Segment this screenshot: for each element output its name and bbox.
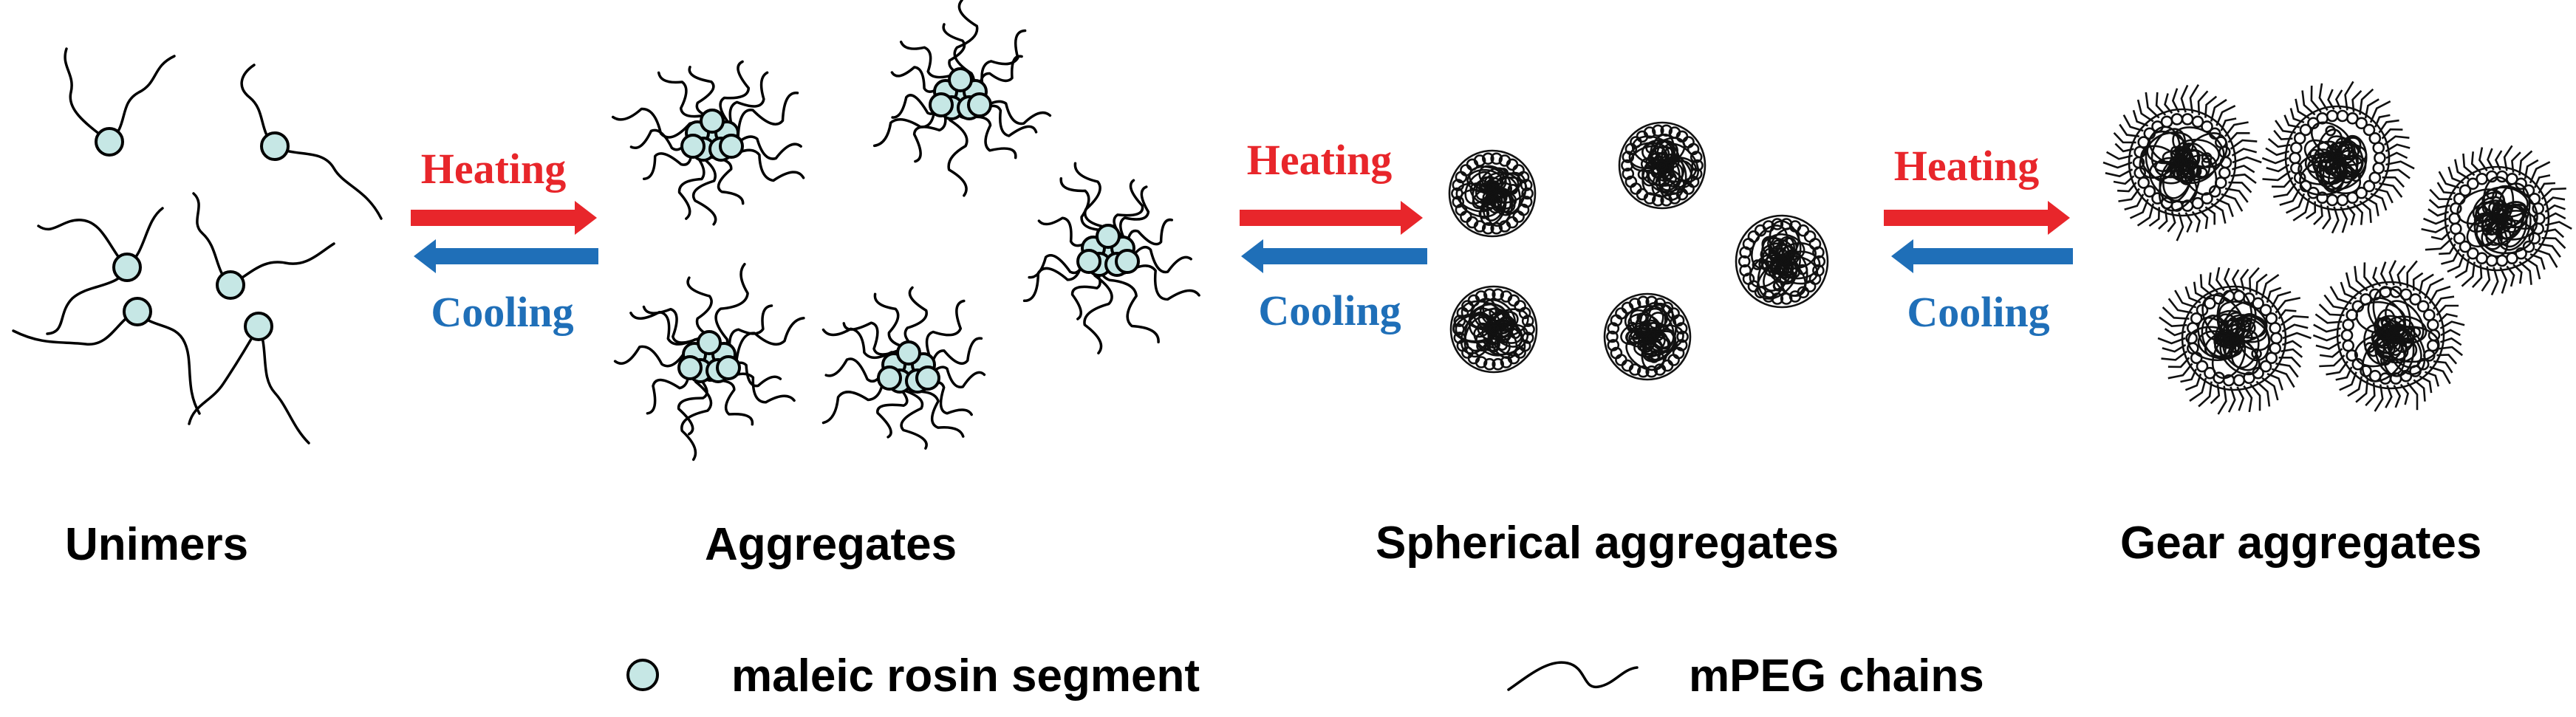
heating-label-1: Heating	[421, 145, 567, 193]
gear-aggregate-1	[2102, 84, 2262, 241]
cooling-arrow-2	[1241, 239, 1427, 273]
micelle-3	[1022, 162, 1200, 354]
stage-label-unimers: Unimers	[65, 519, 248, 570]
heating-arrow-2	[1240, 201, 1423, 235]
unimer-4	[192, 192, 335, 300]
heating-arrow-3	[1884, 201, 2070, 235]
spherical-aggregate-4	[1449, 285, 1538, 374]
transition-1: Heating Cooling	[411, 145, 598, 336]
stage-label-spherical: Spherical aggregates	[1376, 518, 1839, 569]
aggregates-panel	[611, 0, 1200, 462]
stage-label-aggregates: Aggregates	[705, 519, 957, 570]
gear-aggregate-5	[2312, 260, 2465, 412]
transition-3: Heating Cooling	[1884, 142, 2073, 336]
segment-legend-icon	[626, 659, 659, 691]
spherical-aggregate-1	[1448, 149, 1537, 238]
micelle-5	[821, 286, 986, 450]
unimer-2	[240, 64, 383, 220]
heating-arrow-1	[411, 201, 597, 235]
spherical-panel	[1448, 121, 1829, 381]
chain-legend-icon	[1507, 661, 1639, 691]
micelle-1	[611, 60, 805, 226]
stage-label-gear: Gear aggregates	[2120, 518, 2481, 569]
micelle-2	[872, 0, 1052, 197]
chain-legend-label: mPEG chains	[1689, 651, 1984, 701]
cooling-arrow-3	[1891, 239, 2073, 273]
unimer-6	[188, 312, 310, 445]
cooling-arrow-1	[414, 239, 598, 273]
unimer-1	[64, 47, 176, 157]
cooling-label-2: Cooling	[1258, 287, 1401, 335]
unimer-3	[37, 207, 164, 335]
cooling-label-3: Cooling	[1907, 288, 2049, 336]
gear-panel	[2102, 80, 2572, 415]
spherical-aggregate-5	[1603, 292, 1692, 381]
gear-aggregate-3	[2421, 145, 2572, 296]
heating-label-2: Heating	[1247, 136, 1393, 184]
segment-legend-label: maleic rosin segment	[731, 651, 1200, 701]
cooling-label-1: Cooling	[431, 288, 573, 336]
spherical-aggregate-3	[1735, 214, 1829, 309]
gear-aggregate-2	[2261, 80, 2415, 234]
heating-label-3: Heating	[1894, 142, 2040, 190]
unimers-panel	[12, 47, 383, 445]
micelle-4	[613, 262, 805, 462]
legend: maleic rosin segment mPEG chains	[626, 651, 1984, 701]
transition-2: Heating Cooling	[1240, 136, 1427, 335]
gear-aggregate-4	[2157, 267, 2312, 415]
spherical-aggregate-2	[1618, 121, 1706, 210]
unimer-5	[12, 297, 201, 415]
